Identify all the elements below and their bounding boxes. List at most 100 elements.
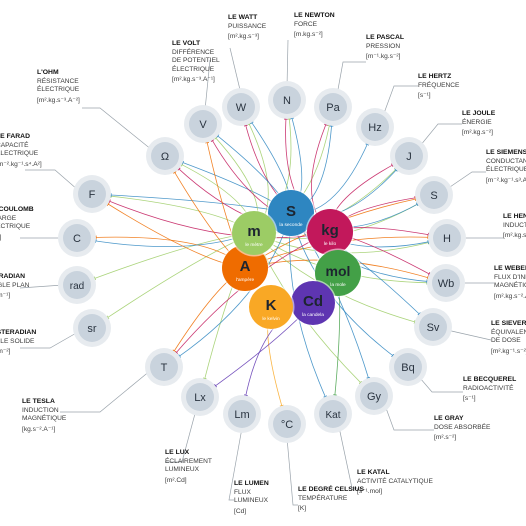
node-sv[interactable]: Sv xyxy=(414,308,452,346)
node-sr[interactable]: sr xyxy=(73,309,111,347)
node-w[interactable]: W xyxy=(222,88,260,126)
base-name-a: l'ampère xyxy=(236,277,255,283)
label-description: DE DOSE xyxy=(491,337,521,345)
node-kat[interactable]: Kat xyxy=(314,395,352,433)
base-name-k: le kelvin xyxy=(262,316,280,322)
leader-line-j xyxy=(419,123,462,147)
node-v[interactable]: V xyxy=(184,105,222,143)
label-rad: LE RADIANANGLE PLAN[m.m⁻¹] xyxy=(0,273,29,301)
label-unit: [m⁻².kg⁻¹.s⁴.A²] xyxy=(0,160,42,168)
label-unit: [s⁻¹.mol] xyxy=(357,488,383,496)
node-f[interactable]: F xyxy=(73,175,111,213)
node-ohm[interactable]: Ω xyxy=(146,137,184,175)
label-title: LE HERTZ xyxy=(418,73,452,80)
base-node-a[interactable]: Al'ampère xyxy=(220,243,270,293)
node-symbol-pa: Pa xyxy=(326,102,340,114)
label-description: FRÉQUENCE xyxy=(418,81,460,89)
label-title: LE PASCAL xyxy=(366,34,405,41)
node-symbol-s2: S xyxy=(430,190,437,202)
label-unit: [s⁻¹] xyxy=(463,395,476,403)
base-node-m[interactable]: mle mètre xyxy=(230,209,278,257)
label-unit: [m⁻¹.kg.s⁻²] xyxy=(366,53,401,61)
base-disc xyxy=(249,285,293,329)
node-rad[interactable]: rad xyxy=(58,266,96,304)
label-h: LE HENRYINDUCTANCE[m².kg.s⁻²] xyxy=(503,213,526,241)
label-description: FLUX D'INDUCTION xyxy=(494,273,526,281)
node-disc xyxy=(189,110,217,138)
label-title: LE WATT xyxy=(228,14,258,21)
node-lx[interactable]: Lx xyxy=(181,378,219,416)
leader-line-t xyxy=(60,369,152,413)
label-unit: [s⁻¹] xyxy=(418,92,431,100)
base-node-s[interactable]: Sla seconde xyxy=(266,188,316,238)
node-c[interactable]: C xyxy=(58,219,96,257)
node-h[interactable]: H xyxy=(428,219,466,257)
label-title: LE STERADIAN xyxy=(0,329,37,336)
node-disc xyxy=(395,142,423,170)
node-symbol-sv: Sv xyxy=(427,322,440,334)
leader-line-s2 xyxy=(446,171,486,190)
label-description: PRESSION xyxy=(366,42,401,50)
leader-line-f xyxy=(25,169,79,191)
node-lm[interactable]: Lm xyxy=(223,395,261,433)
label-title: L'OHM xyxy=(37,69,59,76)
node-symbol-h: H xyxy=(443,233,451,245)
label-title: LE KATAL xyxy=(357,469,390,476)
node-pa[interactable]: Pa xyxy=(314,88,352,126)
node-symbol-bq: Bq xyxy=(401,362,414,374)
label-sr: LE STERADIANANGLE SOLIDE[m².m⁻²] xyxy=(0,329,36,357)
label-description: ÉLECTRIQUE xyxy=(0,150,39,158)
label-title: LE COULOMB xyxy=(0,206,34,213)
node-symbol-ohm: Ω xyxy=(161,151,169,163)
node-hz[interactable]: Hz xyxy=(356,108,394,146)
node-symbol-hz: Hz xyxy=(368,122,381,134)
node-bq[interactable]: Bq xyxy=(389,348,427,386)
node-t[interactable]: T xyxy=(145,348,183,386)
base-node-k[interactable]: Kle kelvin xyxy=(247,283,295,331)
label-description: TEMPÉRATURE xyxy=(298,494,348,502)
node-wb[interactable]: Wb xyxy=(427,264,465,302)
node-disc xyxy=(319,400,347,428)
node-j[interactable]: J xyxy=(390,137,428,175)
node-disc xyxy=(63,224,91,252)
base-symbol-a: A xyxy=(240,258,251,275)
label-title: LE GRAY xyxy=(434,415,464,422)
node-disc xyxy=(273,86,301,114)
node-disc xyxy=(228,400,256,428)
label-description: DE POTENTIEL xyxy=(172,57,220,65)
base-disc xyxy=(268,190,314,236)
base-name-kg: le kilo xyxy=(324,241,337,247)
label-f: LE FARADCAPACITÉÉLECTRIQUE[m⁻².kg⁻¹.s⁴.A… xyxy=(0,133,42,169)
node-symbol-rad: rad xyxy=(70,281,84,292)
base-symbol-mol: mol xyxy=(326,263,351,279)
node-symbol-lx: Lx xyxy=(194,392,206,404)
base-symbol-m: m xyxy=(247,223,260,240)
node-disc xyxy=(394,353,422,381)
label-leader-lines xyxy=(19,39,503,506)
node-symbol-lm: Lm xyxy=(234,409,249,421)
label-description: ÉCLAIREMENT xyxy=(165,457,212,465)
base-symbol-k: K xyxy=(266,297,277,314)
label-unit: [m².kg.s⁻³] xyxy=(228,33,259,41)
node-disc xyxy=(78,314,106,342)
node-degc[interactable]: °C xyxy=(268,405,306,443)
node-s2[interactable]: S xyxy=(415,176,453,214)
label-description: FLUX xyxy=(234,488,251,496)
label-description: RADIOACTIVITÉ xyxy=(463,384,514,392)
node-disc xyxy=(433,224,461,252)
arrow-s-to-f xyxy=(107,193,292,214)
node-n[interactable]: N xyxy=(268,81,306,119)
node-disc xyxy=(63,271,91,299)
node-disc xyxy=(273,410,301,438)
node-disc xyxy=(419,313,447,341)
label-unit: [m².m⁻²] xyxy=(0,348,11,356)
leader-line-gy xyxy=(385,407,434,431)
node-gy[interactable]: Gy xyxy=(355,377,393,415)
